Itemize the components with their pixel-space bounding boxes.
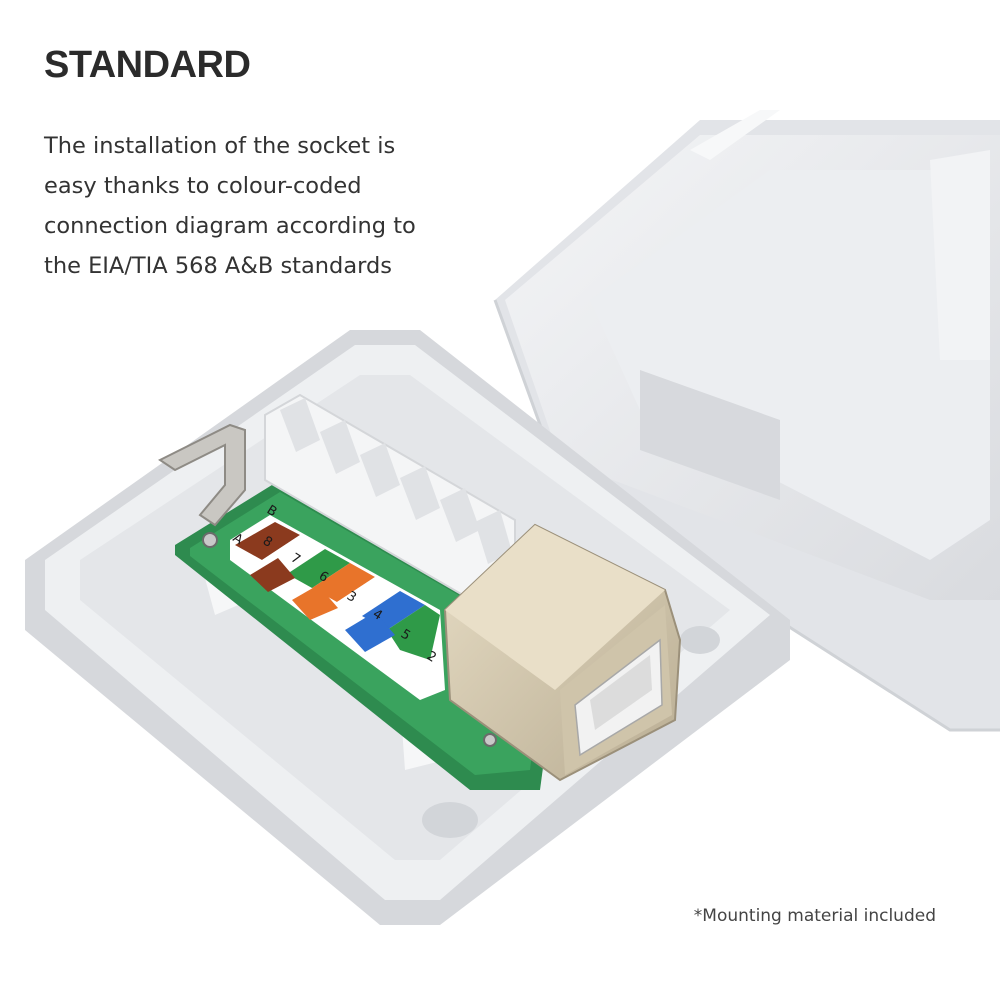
- description-line: easy thanks to colour-coded: [44, 173, 362, 199]
- terminal-block: [264, 393, 516, 607]
- description-line: connection diagram according to: [44, 213, 416, 239]
- rj45-jack: [443, 523, 682, 782]
- page-title: STANDARD: [44, 44, 251, 86]
- description-text: The installation of the socket is easy t…: [44, 126, 464, 286]
- description-line: the EIA/TIA 568 A&B standards: [44, 253, 392, 279]
- circuit-board: [175, 480, 560, 790]
- strain-relief-clip: [158, 423, 246, 527]
- description-line: The installation of the socket is: [44, 133, 396, 159]
- footnote: *Mounting material included: [693, 906, 936, 926]
- socket-cover: [493, 110, 1000, 732]
